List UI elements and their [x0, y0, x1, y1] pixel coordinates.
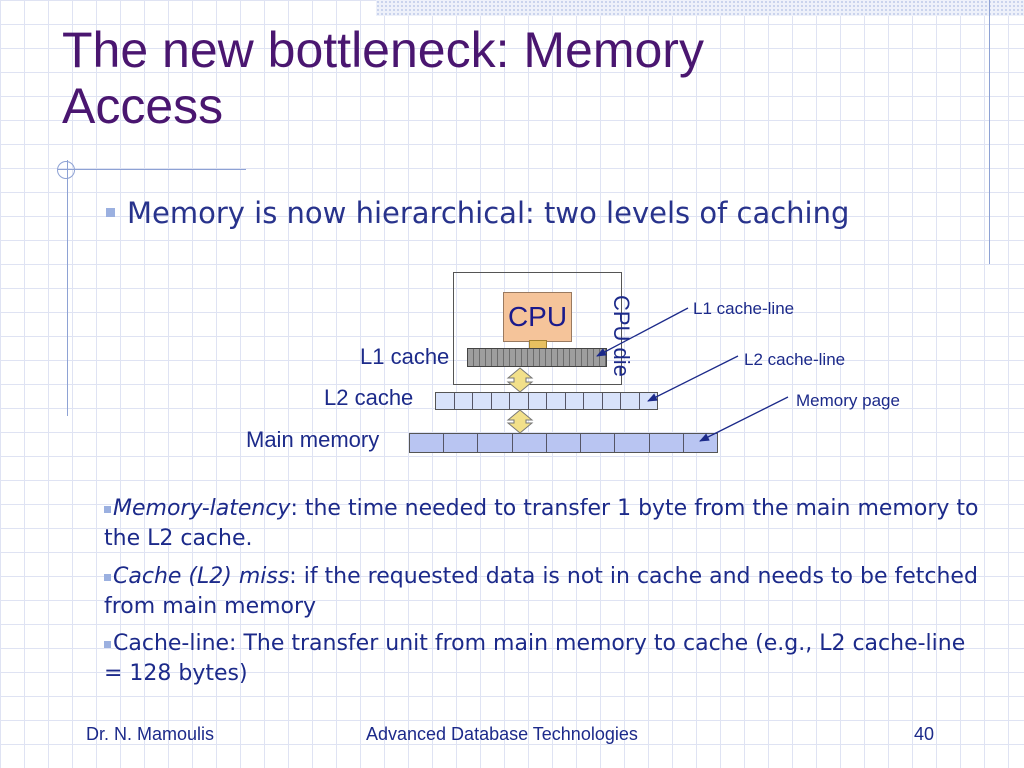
point-term: Cache (L2) miss — [113, 564, 290, 589]
left-decorative-line — [67, 160, 68, 416]
l2-cache-cell — [565, 393, 584, 409]
l1-cache-line-callout: L1 cache-line — [693, 299, 795, 318]
footer-course: Advanced Database Technologies — [366, 724, 638, 744]
top-decorative-band — [376, 0, 1024, 16]
l2-cache-label: L2 cache — [324, 385, 414, 410]
l2-cache-cell — [436, 393, 455, 409]
memory-page-arrow — [699, 396, 789, 442]
l2-callout-arrow — [647, 355, 739, 402]
l2-cache-cell — [602, 393, 621, 409]
slide-title: The new bottleneck: Memory Access — [62, 22, 704, 134]
bullet-square-icon — [104, 574, 111, 581]
l2-cache-cell — [454, 393, 473, 409]
main-bullet-text: Memory is now hierarchical: two levels o… — [127, 196, 850, 230]
l2-cache-cell — [491, 393, 510, 409]
right-decorative-line — [989, 0, 990, 264]
l2-cache-line-callout: L2 cache-line — [744, 350, 846, 369]
cpu-box: CPU — [503, 292, 572, 342]
l2-cache-bar — [435, 392, 658, 410]
main-bullet: Memory is now hierarchical: two levels o… — [106, 196, 849, 230]
point-cache-line: Cache-line: The transfer unit from main … — [104, 629, 984, 689]
cpu-die-label: CPU die — [609, 295, 634, 377]
l1-cache-bar — [467, 348, 607, 367]
l1-l2-double-arrow-icon — [506, 367, 534, 393]
title-rule — [58, 169, 246, 170]
page-number: 40 — [914, 724, 935, 744]
point-memory-latency: Memory-latency: the time needed to trans… — [104, 494, 984, 554]
memory-cell — [546, 434, 582, 452]
memory-cell — [444, 434, 479, 452]
memory-cell — [581, 434, 616, 452]
bullet-square-icon — [106, 207, 115, 217]
l2-cache-cell — [528, 393, 547, 409]
bullet-square-icon — [104, 641, 111, 648]
memory-cell — [512, 434, 547, 452]
memory-cell — [410, 434, 445, 452]
point-cache-miss: Cache (L2) miss: if the requested data i… — [104, 562, 984, 622]
point-term: Memory-latency — [113, 496, 291, 521]
main-memory-label: Main memory — [246, 427, 380, 452]
memory-cell — [649, 434, 684, 452]
l2-cache-cell — [510, 393, 529, 409]
l2-cache-cell — [473, 393, 492, 409]
l2-cache-cell — [584, 393, 603, 409]
bullet-square-icon — [104, 506, 111, 513]
point-text: Cache-line: The transfer unit from main … — [104, 631, 966, 686]
decorative-circle — [57, 161, 75, 179]
l1-callout-arrow — [596, 307, 689, 357]
memory-cell — [615, 434, 650, 452]
point-text: : the time needed to transfer 1 byte fro… — [104, 496, 979, 551]
l2-memory-double-arrow-icon — [506, 409, 534, 434]
l1-cache-label: L1 cache — [360, 344, 450, 369]
footer-author: Dr. N. Mamoulis — [86, 724, 215, 744]
l2-cache-cell — [621, 393, 640, 409]
memory-page-callout: Memory page — [796, 391, 900, 410]
memory-cell — [478, 434, 513, 452]
l2-cache-cell — [547, 393, 566, 409]
cpu-die-box — [453, 272, 622, 385]
point-text: : if the requested data is not in cache … — [104, 564, 978, 619]
